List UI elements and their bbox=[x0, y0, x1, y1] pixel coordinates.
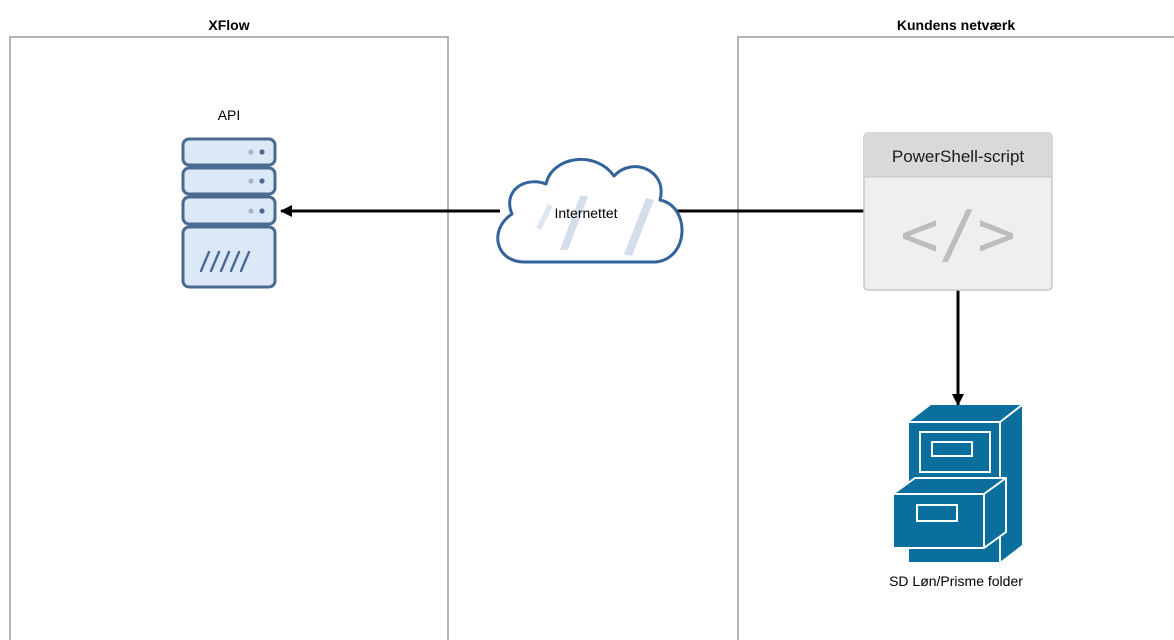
script-title: PowerShell-script bbox=[892, 147, 1025, 166]
filing-cabinet-icon bbox=[892, 404, 1023, 562]
zone-xflow: XFlow bbox=[9, 17, 449, 640]
api-node: API bbox=[181, 107, 277, 289]
cloud-icon bbox=[496, 157, 684, 264]
zone-customer-network-title: Kundens netværk bbox=[897, 17, 1015, 33]
folder-label: SD Løn/Prisme folder bbox=[889, 573, 1023, 589]
api-label: API bbox=[218, 107, 241, 123]
zone-xflow-title: XFlow bbox=[208, 17, 249, 33]
internet-label: Internettet bbox=[554, 205, 617, 221]
powershell-script-node: PowerShell-script </> bbox=[863, 132, 1053, 291]
folder-node: SD Løn/Prisme folder bbox=[889, 404, 1023, 589]
internet-node: Internettet bbox=[496, 157, 684, 264]
connectors bbox=[280, 205, 964, 406]
code-brackets-icon: </> bbox=[900, 198, 1016, 272]
server-rack-icon bbox=[181, 137, 277, 289]
zone-customer-network: Kundens netværk bbox=[737, 17, 1174, 640]
